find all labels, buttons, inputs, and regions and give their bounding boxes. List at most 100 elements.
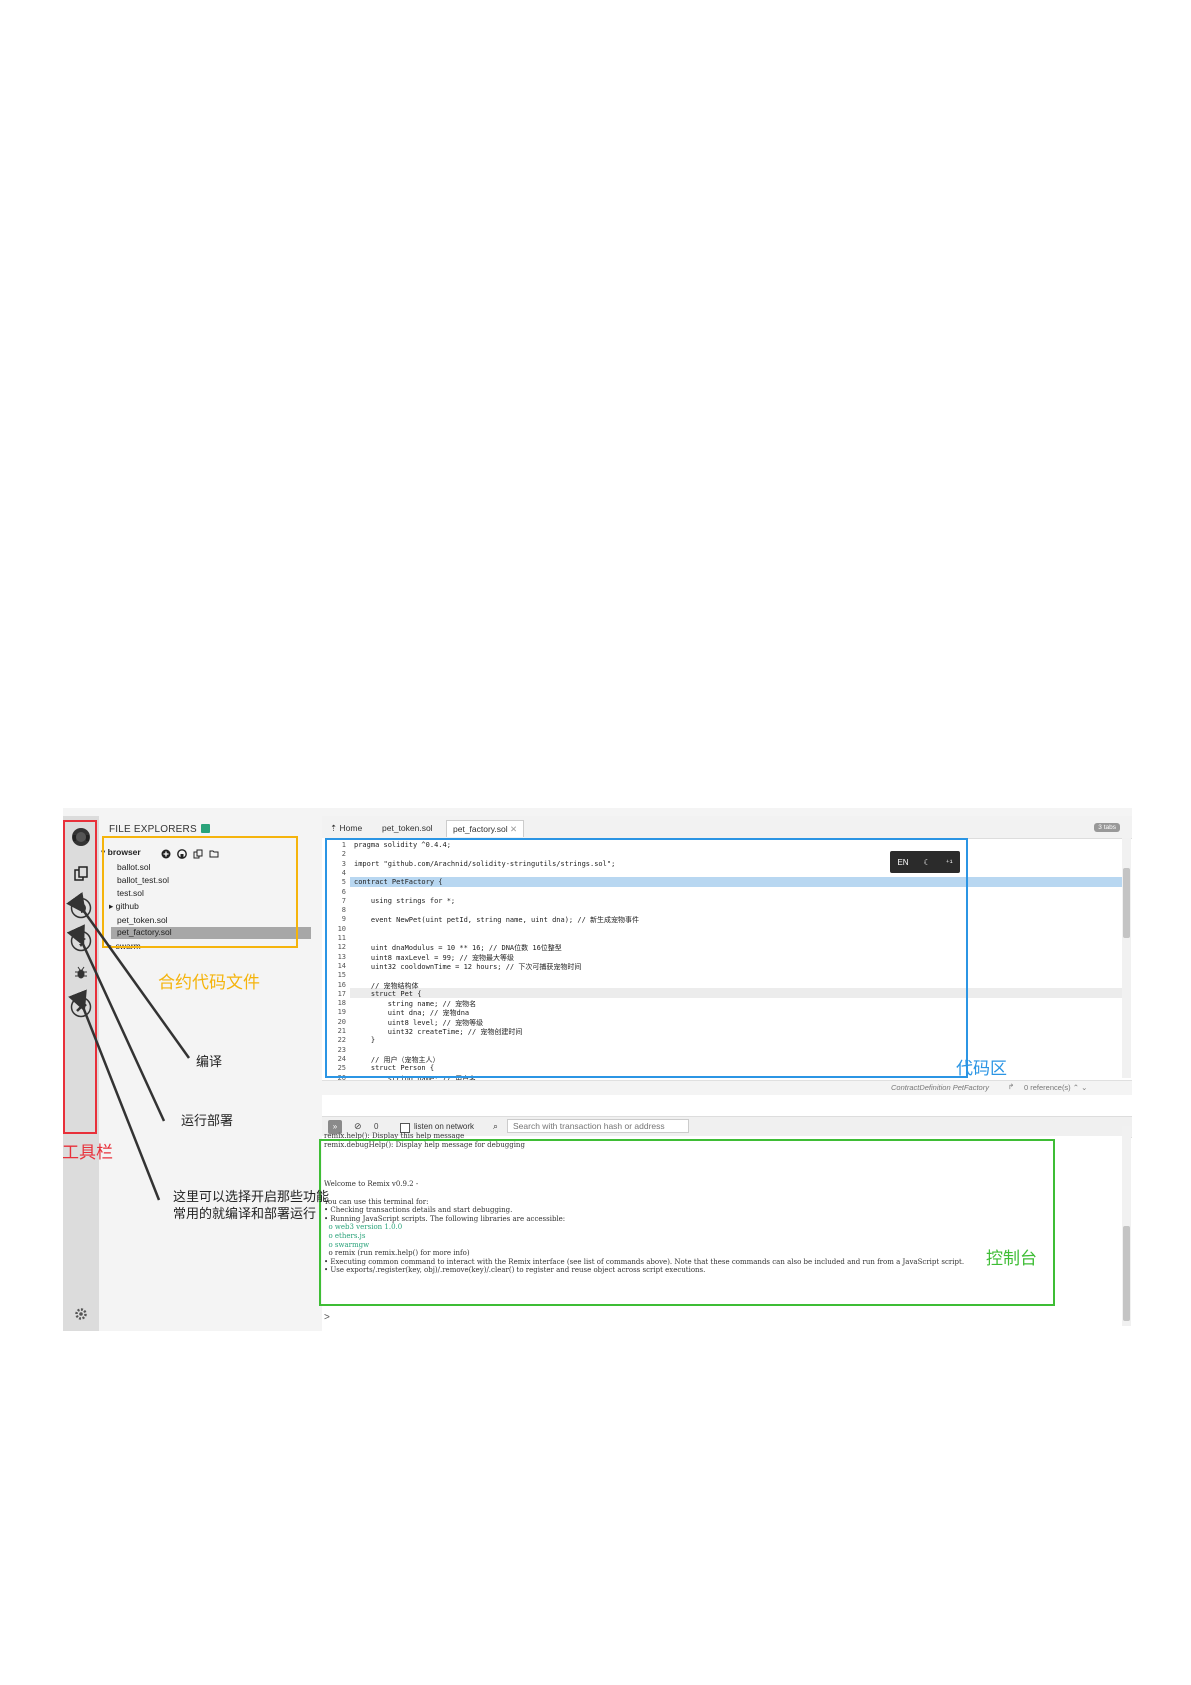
code-line: contract PetFactory { — [354, 878, 443, 887]
terminal-scroll-thumb[interactable] — [1123, 1226, 1130, 1321]
copy-icon[interactable] — [193, 846, 203, 859]
code-editor: ⇡ Home pet_token.sol pet_factory.sol ✕ 3… — [322, 816, 1132, 1116]
line-number: 3 — [341, 859, 346, 868]
chevron-up-icon[interactable]: ⌃ — [1072, 1083, 1080, 1092]
line-number: 7 — [341, 896, 346, 905]
listen-on-network-label: listen on network — [414, 1122, 475, 1131]
settings-icon[interactable] — [68, 1301, 94, 1327]
code-line: string name; // 宠物名 — [354, 1000, 477, 1009]
editor-tabs: ⇡ Home pet_token.sol pet_factory.sol ✕ 3… — [322, 816, 1132, 839]
line-number: 9 — [341, 915, 346, 924]
code-content[interactable]: pragma solidity ^0.4.4; import "github.co… — [350, 838, 1130, 1083]
more-icon[interactable]: ⁺¹ — [945, 857, 953, 867]
clear-console-icon[interactable]: ⊘ — [354, 1121, 362, 1131]
remix-logo-icon[interactable] — [68, 824, 94, 850]
plugins-note-line2: 常用的就编译和部署运行 — [173, 1207, 317, 1222]
code-line: import "github.com/Arachnid/solidity-str… — [354, 859, 616, 868]
line-number: 20 — [337, 1017, 346, 1026]
line-number: 12 — [337, 943, 346, 952]
line-number: 23 — [337, 1045, 346, 1054]
share-icon[interactable]: ↱ — [1008, 1082, 1015, 1091]
compile-label: 编译 — [196, 1055, 223, 1070]
line-number: 10 — [337, 924, 346, 933]
line-number: 19 — [337, 1008, 346, 1017]
terminal-toolbar: » ⊘ 0 listen on network ⌕ — [322, 1116, 1132, 1138]
plugins-note-line1: 这里可以选择开启那些功能 — [173, 1190, 330, 1205]
terminal-line: Welcome to Remix v0.9.2 - — [324, 1180, 419, 1189]
code-line: event NewPet(uint petId, string name, ui… — [354, 916, 640, 925]
code-line: uint8 maxLevel = 99; // 宠物最大等级 — [354, 953, 515, 962]
line-number: 6 — [341, 887, 346, 896]
contract-files-annotation-box — [102, 836, 298, 948]
file-item[interactable]: ballot.sol — [117, 862, 151, 872]
terminal-line: o web3 version 1.0.0 — [324, 1223, 403, 1232]
code-line: } — [354, 1036, 376, 1045]
files-icon[interactable] — [68, 861, 94, 887]
file-explorer-badge-icon — [200, 824, 210, 833]
terminal-line: • Running JavaScript scripts. The follow… — [324, 1214, 566, 1223]
line-number: 14 — [337, 961, 346, 970]
code-line: string name; // 用户名 — [354, 1074, 477, 1083]
terminal-prompt[interactable]: > — [324, 1312, 330, 1323]
code-line: pragma solidity ^0.4.4; — [354, 841, 451, 849]
tab-pet-factory[interactable]: pet_factory.sol ✕ — [446, 820, 525, 837]
file-explorer-tools — [161, 846, 219, 859]
line-number: 25 — [337, 1064, 346, 1073]
file-item[interactable]: ballot_test.sol — [117, 875, 169, 885]
references-count: 0 reference(s) ⌃ ⌄ — [1024, 1083, 1088, 1092]
contract-files-label: 合约代码文件 — [158, 973, 260, 993]
line-number: 11 — [337, 934, 346, 942]
file-item[interactable]: test.sol — [117, 888, 144, 898]
tab-pet-token[interactable]: pet_token.sol — [382, 823, 433, 833]
active-line-highlight — [350, 877, 1130, 887]
chevron-down-icon[interactable]: ⌄ — [1081, 1083, 1088, 1092]
code-line: uint32 cooldownTime = 12 hours; // 下次可捕获… — [354, 962, 582, 971]
code-line: struct Person { — [354, 1064, 435, 1073]
listen-on-network-checkbox[interactable] — [400, 1123, 410, 1133]
code-line: // 宠物结构体 — [354, 981, 419, 990]
terminal-line: o remix (run remix.help() for more info) — [324, 1249, 470, 1258]
code-line: uint32 createTime; // 宠物创建时间 — [354, 1028, 523, 1036]
line-number: 8 — [341, 906, 346, 915]
line-number: 4 — [341, 868, 346, 877]
terminal-line: remix.help(): Display this help message — [324, 1132, 465, 1140]
tabs-count-badge: 3 tabs — [1094, 823, 1120, 832]
line-number: 16 — [337, 980, 346, 989]
code-line: using strings for *; — [354, 896, 456, 905]
console-annotation-box — [319, 1139, 1055, 1306]
editor-status-bar: ContractDefinition PetFactory ↱ 0 refere… — [322, 1080, 1132, 1095]
code-area-label: 代码区 — [956, 1059, 1007, 1079]
code-line: uint dnaModulus = 10 ** 16; // DNA位数 16位… — [354, 944, 562, 953]
editor-scroll-thumb[interactable] — [1123, 868, 1130, 938]
line-number: 13 — [337, 952, 346, 961]
line-number: 18 — [337, 999, 346, 1008]
cursor-line-highlight — [350, 988, 1130, 998]
line-number: 24 — [337, 1054, 346, 1063]
new-file-icon[interactable] — [161, 846, 171, 859]
toolbar-annotation-box — [63, 820, 97, 1134]
code-line: struct Pet { — [354, 989, 422, 998]
language-toggle[interactable]: EN — [897, 857, 909, 867]
editor-scrollbar[interactable] — [1122, 838, 1131, 1078]
line-number: 21 — [337, 1027, 346, 1035]
tab-home[interactable]: ⇡ Home — [330, 823, 363, 833]
github-icon[interactable] — [177, 846, 187, 859]
folder-open-icon[interactable] — [209, 846, 219, 858]
close-icon[interactable]: ✕ — [510, 824, 518, 834]
moon-icon[interactable]: ☾ — [923, 857, 931, 867]
terminal-toggle-button[interactable]: » — [328, 1120, 342, 1134]
code-area-annotation-box — [325, 838, 968, 1078]
terminal-output: > remix.help(): Display this help messag… — [322, 1132, 1122, 1331]
folder-item[interactable]: ▸ github — [109, 901, 139, 911]
terminal-scrollbar[interactable] — [1122, 1126, 1131, 1326]
search-icon: ⌕ — [493, 1121, 499, 1131]
terminal-line: • Checking transactions details and star… — [324, 1206, 513, 1215]
line-number: 1 — [341, 841, 346, 849]
transaction-search-input[interactable] — [507, 1119, 689, 1133]
terminal-line: remix.debugHelp(): Display help message … — [324, 1140, 525, 1149]
home-icon: ⇡ — [330, 823, 338, 833]
code-line: uint8 level; // 宠物等级 — [354, 1018, 484, 1027]
console-label: 控制台 — [986, 1249, 1037, 1269]
line-number: 2 — [341, 850, 346, 859]
editor-float-controls: EN ☾ ⁺¹ — [890, 851, 960, 873]
